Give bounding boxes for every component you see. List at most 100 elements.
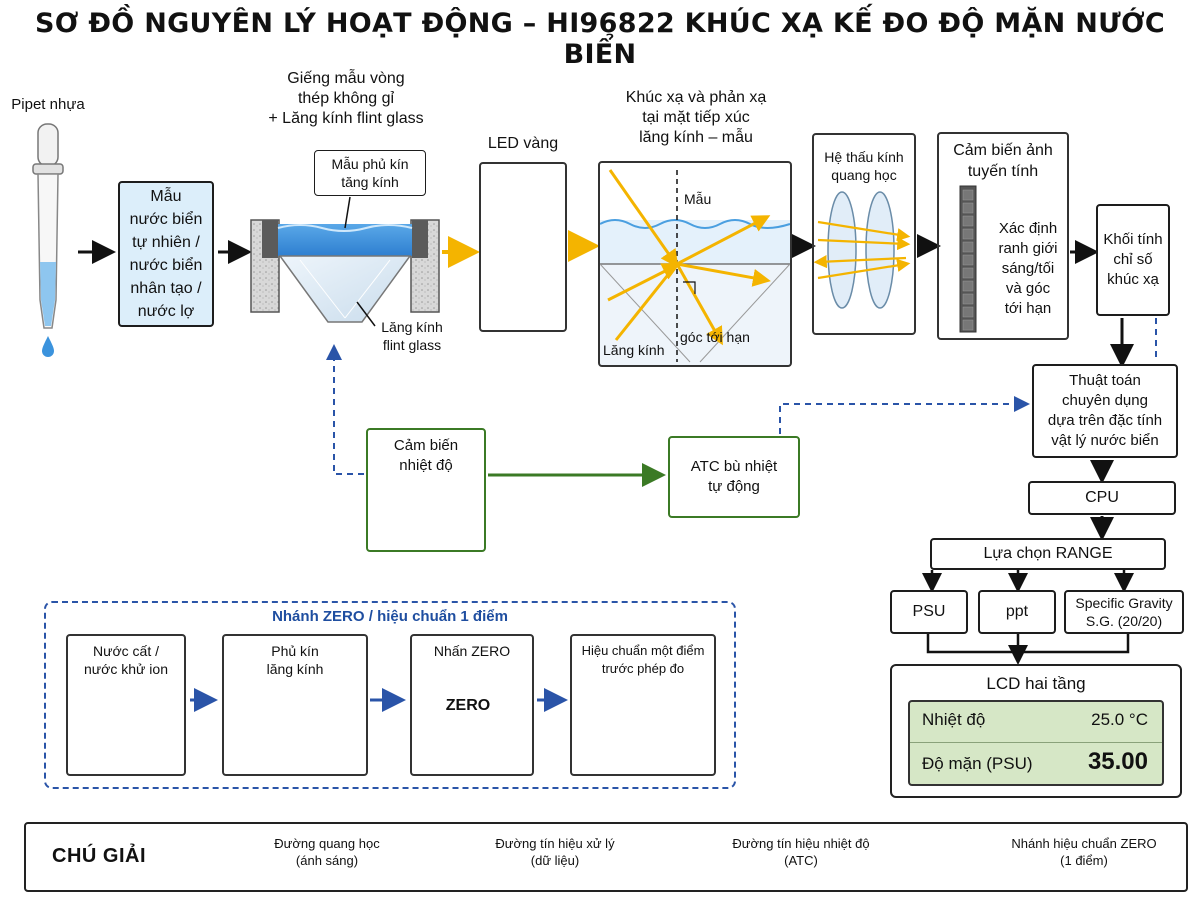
refraction-line: Khối tính: [1103, 231, 1163, 248]
legend-signal: Đường tín hiệu xử lý (dữ liệu): [478, 835, 632, 869]
prism-label: Lăng kính flint glass: [366, 318, 458, 354]
interface-heading-line: Khúc xạ và phản xạ: [625, 89, 767, 106]
algorithm-line: Thuật toán: [1069, 372, 1141, 389]
lens-label: Hệ thấu kính quang học: [812, 148, 916, 184]
temperature-sensor-box: [366, 428, 486, 552]
temperature-sensor-line: nhiệt độ: [399, 457, 453, 474]
lens-panel: [812, 133, 916, 335]
led-panel: [479, 162, 567, 332]
zero-step-cover: [222, 634, 368, 776]
legend-line: Đường tín hiệu nhiệt độ: [732, 836, 870, 851]
well-heading: Giếng mẫu vòng thép không gỉ + Lăng kính…: [236, 69, 456, 129]
algorithm-box: Thuật toán chuyên dụng dựa trên đặc tính…: [1032, 364, 1178, 458]
zero-step-line: Phủ kín: [271, 643, 319, 659]
range-option-psu: PSU: [890, 590, 968, 634]
sample-line: nước biển: [129, 211, 203, 228]
well-heading-line: + Lăng kính flint glass: [268, 110, 424, 127]
legend-zero: Nhánh hiệu chuẩn ZERO (1 điểm): [994, 835, 1174, 869]
zero-step-line: lăng kính: [266, 661, 324, 677]
zero-step-line: Nước cất /: [92, 643, 159, 659]
sensor-desc-line: và góc: [1005, 280, 1051, 297]
lcd-display: LCD hai tầng Nhiệt độ 25.0 °C Độ mặn (PS…: [890, 664, 1182, 798]
pipette-label: Pipet nhựa: [11, 96, 85, 113]
lens-label-line: quang học: [831, 167, 897, 183]
legend-temperature: Đường tín hiệu nhiệt độ (ATC): [716, 835, 886, 869]
legend-line: (1 điểm): [1060, 853, 1108, 868]
atc-line: tự động: [708, 478, 760, 495]
sensor-desc-line: Xác định: [998, 220, 1058, 237]
atc-line: ATC bù nhiệt: [690, 458, 778, 475]
lcd-salinity-value: 35.00: [1087, 748, 1148, 775]
zero-step-water: [66, 634, 186, 776]
refraction-index-block: Khối tính chỉ số khúc xạ: [1096, 204, 1170, 316]
temperature-sensor-label: Cảm biến nhiệt độ: [366, 436, 486, 476]
legend-line: Đường quang học: [274, 836, 380, 851]
zero-step-calibrate: [570, 634, 716, 776]
prism-label-line: Lăng kính: [381, 319, 443, 335]
sensor-desc-line: tới hạn: [1004, 300, 1052, 317]
zero-step-water-label: Nước cất / nước khử ion: [66, 642, 186, 678]
sensor-desc-line: sáng/tối: [1001, 260, 1055, 277]
interface-sample-label: Mẫu: [684, 191, 712, 207]
sample-line: nước lợ: [137, 303, 195, 320]
legend-optical: Đường quang học (ánh sáng): [252, 835, 402, 869]
lcd-temp-label: Nhiệt độ: [922, 710, 986, 729]
sample-box: Mẫu nước biển tự nhiên / nước biển nhân …: [118, 181, 214, 327]
sensor-heading-line: tuyến tính: [967, 163, 1039, 180]
algorithm-line: chuyên dụng: [1062, 392, 1148, 409]
cover-callout: Mẫu phủ kín tăng kính: [314, 150, 426, 196]
legend-title: CHÚ GIẢI: [52, 845, 146, 867]
cover-callout-line: tăng kính: [341, 174, 399, 190]
zero-step-line: nước khử ion: [84, 661, 168, 677]
range-option-sg-line: Specific Gravity: [1075, 595, 1173, 611]
lcd-divider: [910, 742, 1162, 743]
zero-step-press: [410, 634, 534, 776]
legend: CHÚ GIẢI: [24, 822, 1188, 892]
lcd-temp-value: 25.0 °C: [1091, 710, 1148, 729]
sample-line: nước biển: [129, 257, 203, 274]
lens-label-line: Hệ thấu kính: [824, 149, 904, 165]
zero-branch-title: Nhánh ZERO / hiệu chuẩn 1 điểm: [272, 608, 508, 625]
interface-heading: Khúc xạ và phản xạ tại mặt tiếp xúc lăng…: [590, 88, 802, 148]
well-heading-line: Giếng mẫu vòng: [287, 70, 405, 87]
pipette-icon: [32, 123, 64, 357]
atc-box: ATC bù nhiệt tự động: [668, 436, 800, 518]
prism-label-line: flint glass: [382, 337, 442, 353]
temperature-sensor-line: Cảm biến: [393, 437, 459, 454]
zero-step-line: trước phép đo: [601, 661, 685, 676]
sample-well-illustration: [250, 219, 440, 323]
sensor-panel: [937, 132, 1069, 340]
sensor-desc: Xác định ranh giới sáng/tối và góc tới h…: [990, 219, 1066, 319]
lcd-salinity-label: Độ mặn (PSU): [922, 754, 1033, 773]
sample-line: nhân tạo /: [130, 280, 202, 297]
zero-step-line: Hiệu chuẩn một điểm: [581, 643, 705, 658]
algorithm-line: dựa trên đặc tính: [1047, 412, 1163, 429]
algorithm-line: vật lý nước biển: [1051, 432, 1159, 449]
interface-heading-line: tại mặt tiếp xúc: [642, 109, 750, 126]
sample-line: Mẫu: [150, 188, 182, 205]
led-label: LED vàng: [487, 135, 559, 152]
zero-step-press-label: Nhấn ZERO: [433, 643, 511, 659]
cover-callout-line: Mẫu phủ kín: [331, 156, 409, 172]
legend-line: (ánh sáng): [295, 853, 359, 868]
zero-button: ZERO: [445, 697, 491, 714]
interface-panel: [598, 161, 792, 367]
legend-line: (dữ liệu): [530, 853, 580, 868]
refraction-line: khúc xạ: [1107, 271, 1159, 288]
sample-line: tự nhiên /: [132, 234, 200, 251]
interface-prism-label: Lăng kính: [603, 342, 665, 358]
legend-line: Đường tín hiệu xử lý: [495, 836, 615, 851]
refraction-line: chỉ số: [1113, 251, 1153, 268]
range-option-sg-line: S.G. (20/20): [1085, 613, 1163, 629]
interface-heading-line: lăng kính – mẫu: [639, 129, 753, 146]
linear-sensor-strip-icon: [959, 185, 977, 333]
legend-line: (ATC): [784, 853, 818, 868]
lcd-title: LCD hai tầng: [986, 674, 1086, 693]
critical-angle-label: góc tới hạn: [680, 329, 750, 345]
zero-step-cover-label: Phủ kín lăng kính: [222, 642, 368, 678]
lens-system-illustration: [813, 191, 911, 309]
refraction-interface-illustration: [599, 163, 791, 365]
zero-branch-frame: [44, 601, 736, 789]
sensor-heading-line: Cảm biến ảnh: [953, 142, 1053, 159]
range-option-ppt: ppt: [978, 590, 1056, 634]
